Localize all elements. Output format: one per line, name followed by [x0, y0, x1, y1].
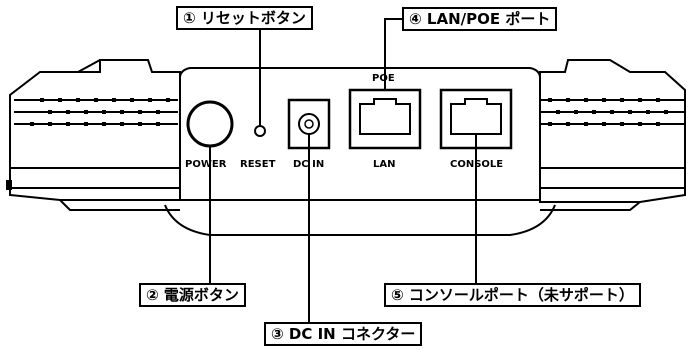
callout-lan-poe-port: ④ LAN/POE ポート — [402, 7, 558, 31]
device-label-lan: LAN — [373, 159, 395, 170]
right-housing — [539, 59, 686, 211]
device-label-poe: POE — [372, 73, 395, 84]
power-button[interactable] — [186, 100, 234, 148]
device-label-power: POWER — [185, 159, 227, 170]
callout-reset-button: ① リセットボタン — [176, 6, 313, 30]
left-housing — [9, 59, 181, 211]
lan-port-socket — [359, 98, 411, 135]
dc-in-pin — [304, 119, 314, 129]
reset-button[interactable] — [254, 125, 266, 137]
device-label-reset: RESET — [240, 159, 276, 170]
callout-power-button: ② 電源ボタン — [139, 283, 246, 307]
right-grip-teeth — [548, 98, 668, 126]
left-grip-teeth — [6, 98, 170, 190]
leader-line-lan-poe — [384, 18, 402, 90]
console-port-socket — [450, 98, 502, 135]
callout-dc-in-connector: ③ DC IN コネクター — [264, 322, 423, 346]
callout-console-port: ⑤ コンソールポート（未サポート） — [384, 283, 641, 307]
